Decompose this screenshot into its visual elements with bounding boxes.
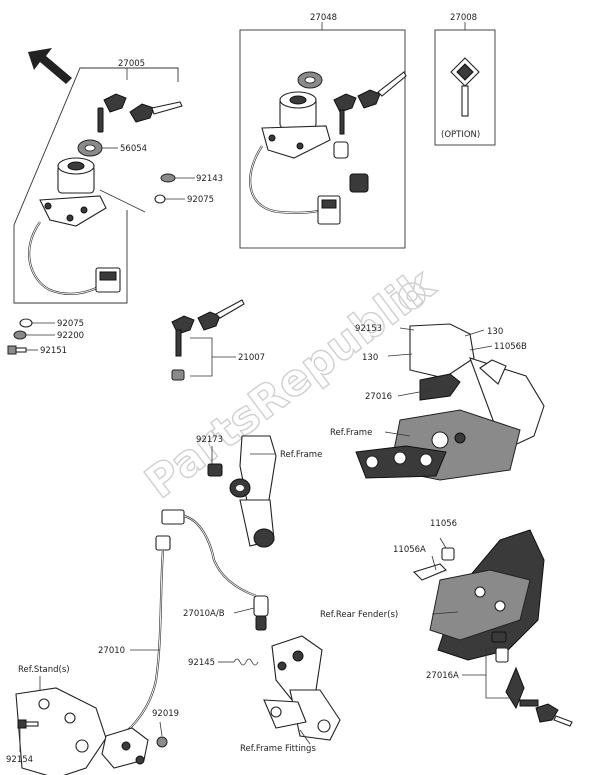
label-27016A: 27016A	[426, 671, 459, 681]
watermark-gear-icon	[398, 282, 426, 310]
label-27048: 27048	[310, 13, 337, 23]
label-92075: 92075	[187, 195, 214, 205]
lock-barrel-icon	[333, 141, 369, 193]
ignition-lock-cylinder-icon	[39, 157, 107, 227]
label-27005: 27005	[118, 59, 145, 69]
front-direction-arrow-icon	[28, 48, 72, 84]
assembly-27005	[13, 67, 195, 304]
label-27010AB: 27010A/B	[183, 609, 225, 619]
label-92153: 92153	[355, 324, 382, 334]
key-set-21007	[171, 299, 245, 381]
part-labels: 27005 56054 92143 92075 92075 92200 9215…	[6, 13, 527, 765]
label-11056A: 11056A	[393, 545, 426, 555]
label-27010: 27010	[98, 646, 125, 656]
key-icon	[171, 299, 245, 357]
stand-assembly	[15, 676, 168, 775]
ignition-bracket-assembly	[355, 323, 545, 481]
lock-barrel-icon	[171, 369, 185, 381]
label-92019: 92019	[152, 709, 179, 719]
sensor-cable-27010	[119, 509, 269, 737]
label-11056B: 11056B	[494, 342, 527, 352]
label-92200: 92200	[57, 331, 84, 341]
label-option: (OPTION)	[441, 130, 480, 140]
key-icon	[97, 93, 183, 133]
label-92154: 92154	[6, 755, 33, 765]
label-ref-rear-fender: Ref.Rear Fender(s)	[320, 610, 398, 620]
washer-92075-icon	[154, 194, 166, 204]
label-130-right: 130	[487, 327, 503, 337]
label-27016: 27016	[365, 392, 392, 402]
label-92075-lower: 92075	[57, 319, 84, 329]
label-92143: 92143	[196, 174, 223, 184]
connector-icon	[317, 195, 341, 225]
rear-fender-bracket-assembly	[412, 529, 573, 727]
label-ref-frame-fittings: Ref.Frame Fittings	[240, 744, 316, 754]
label-92173: 92173	[196, 435, 223, 445]
label-92151: 92151	[40, 346, 67, 356]
bolt-92154-icon	[17, 719, 39, 729]
label-ref-stand: Ref.Stand(s)	[18, 665, 70, 675]
assembly-27008-option	[434, 22, 496, 146]
connector-icon	[95, 267, 121, 293]
washer-92200-icon	[13, 330, 27, 340]
washer-92143-icon	[160, 173, 176, 183]
label-27008: 27008	[450, 13, 477, 23]
key-icon	[505, 666, 573, 727]
label-ref-frame-mid: Ref.Frame	[280, 450, 322, 460]
label-ref-frame-right: Ref.Frame	[330, 428, 372, 438]
assembly-27048	[239, 22, 407, 249]
side-stand-bracket	[263, 635, 341, 745]
key-icon	[450, 57, 480, 117]
label-21007: 21007	[238, 353, 265, 363]
washer-92075-lower-icon	[19, 318, 33, 328]
bolt-92151-icon	[7, 345, 27, 355]
ignition-lock-cylinder-icon	[261, 91, 331, 159]
label-92145: 92145	[188, 658, 215, 668]
label-56054: 56054	[120, 144, 147, 154]
key-icon	[333, 71, 407, 135]
frame-bracket-92173	[207, 435, 277, 548]
spring-92145-icon	[218, 658, 259, 666]
label-11056: 11056	[430, 519, 457, 529]
label-130-left: 130	[362, 353, 378, 363]
